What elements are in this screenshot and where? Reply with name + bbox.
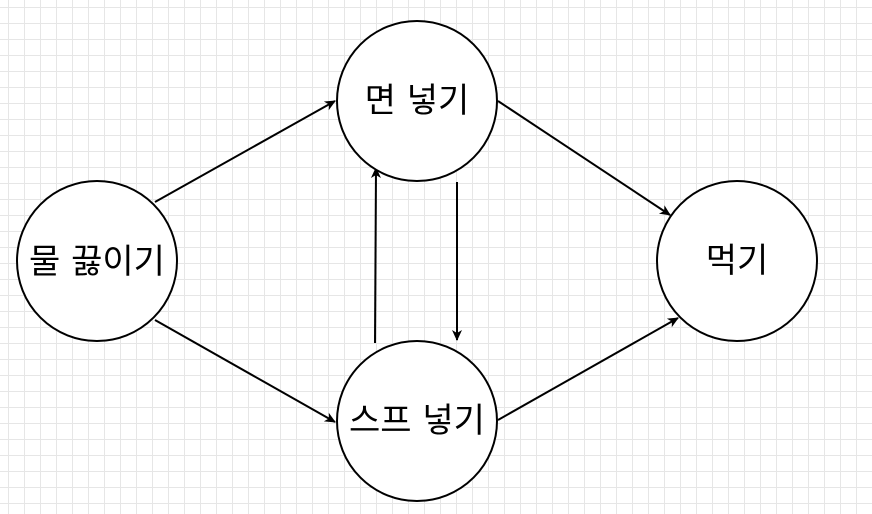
node-add-noodles-label: 면 넣기 [365, 81, 470, 121]
edge-soup-to-noodle [370, 167, 381, 344]
node-add-soup: 스프 넣기 [336, 340, 498, 502]
node-boil-water-label: 물 끓이기 [29, 242, 165, 282]
node-eat: 먹기 [656, 180, 818, 342]
node-add-soup-label: 스프 넣기 [349, 401, 485, 441]
edge-boil-to-soup [154, 319, 336, 423]
node-boil-water: 물 끓이기 [16, 180, 178, 342]
edge-noodle-to-eat [497, 100, 671, 216]
node-eat-label: 먹기 [706, 241, 769, 281]
edge-soup-to-eat [497, 317, 679, 421]
node-add-noodles: 면 넣기 [336, 20, 498, 182]
edge-boil-to-noodle [154, 100, 336, 203]
